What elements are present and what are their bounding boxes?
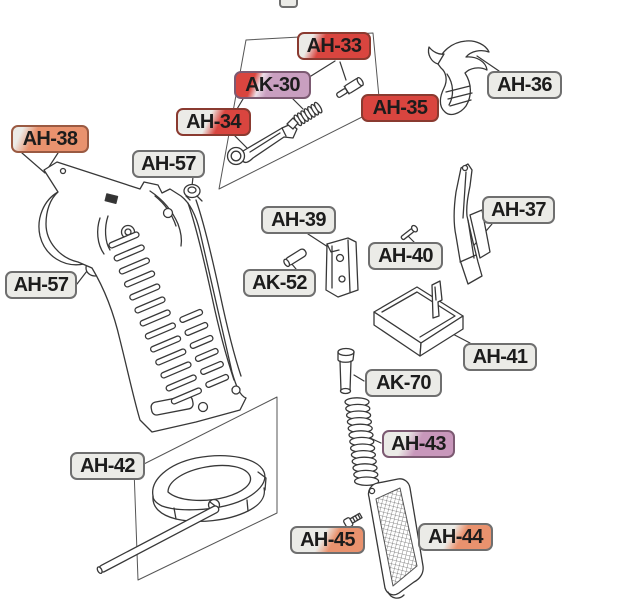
part-label-ak-52: AK-52 bbox=[243, 269, 316, 297]
grip-screw-drawing-top bbox=[183, 183, 203, 202]
plug-drawing-ak70 bbox=[337, 347, 355, 395]
part-label-ah-43: AH-43 bbox=[382, 430, 455, 458]
spring-drawing-ak30 bbox=[293, 101, 323, 127]
part-label-ah-35: AH-35 bbox=[361, 94, 439, 122]
tray-drawing-ah41 bbox=[373, 280, 464, 357]
part-label-ah-57-top: AH-57 bbox=[132, 150, 205, 178]
cropped-label-fragment bbox=[279, 0, 298, 8]
part-label-ah-45: AH-45 bbox=[290, 526, 365, 554]
spring-drawing-ah43 bbox=[344, 397, 380, 487]
part-label-ah-37: AH-37 bbox=[482, 196, 555, 224]
magwell-drawing-ah42 bbox=[152, 455, 267, 523]
slide-stop-drawing-ah34 bbox=[226, 117, 299, 166]
sear-lever-drawing-ah37 bbox=[453, 163, 491, 285]
group-outline-bottom bbox=[133, 396, 278, 581]
part-label-ah-39: AH-39 bbox=[261, 206, 336, 234]
grip-frame-drawing bbox=[38, 161, 247, 433]
mainspring-housing-drawing-ah44 bbox=[367, 478, 424, 599]
housing-block-drawing-ah39 bbox=[325, 237, 359, 298]
pin-drawing-ah40 bbox=[400, 224, 419, 241]
pin-drawing-ak52 bbox=[283, 248, 307, 268]
part-label-ah-42: AH-42 bbox=[70, 452, 145, 480]
part-label-ah-41: AH-41 bbox=[463, 343, 537, 371]
part-label-ah-57-left: AH-57 bbox=[5, 271, 77, 299]
part-label-ah-36: AH-36 bbox=[487, 71, 562, 99]
pin-drawing-ah33 bbox=[336, 77, 364, 98]
part-label-ak-70: AK-70 bbox=[365, 369, 442, 397]
part-label-ah-40: AH-40 bbox=[368, 242, 443, 270]
grip-safety-drawing-ah36 bbox=[427, 40, 490, 116]
part-label-ak-30: AK-30 bbox=[234, 71, 311, 99]
magwell-pin-drawing bbox=[96, 505, 220, 575]
part-label-ah-38: AH-38 bbox=[11, 125, 89, 153]
screw-drawing-ah45 bbox=[343, 512, 363, 529]
part-label-ah-34: AH-34 bbox=[176, 108, 251, 136]
part-label-ah-44: AH-44 bbox=[418, 523, 493, 551]
part-label-ah-33: AH-33 bbox=[297, 32, 371, 60]
